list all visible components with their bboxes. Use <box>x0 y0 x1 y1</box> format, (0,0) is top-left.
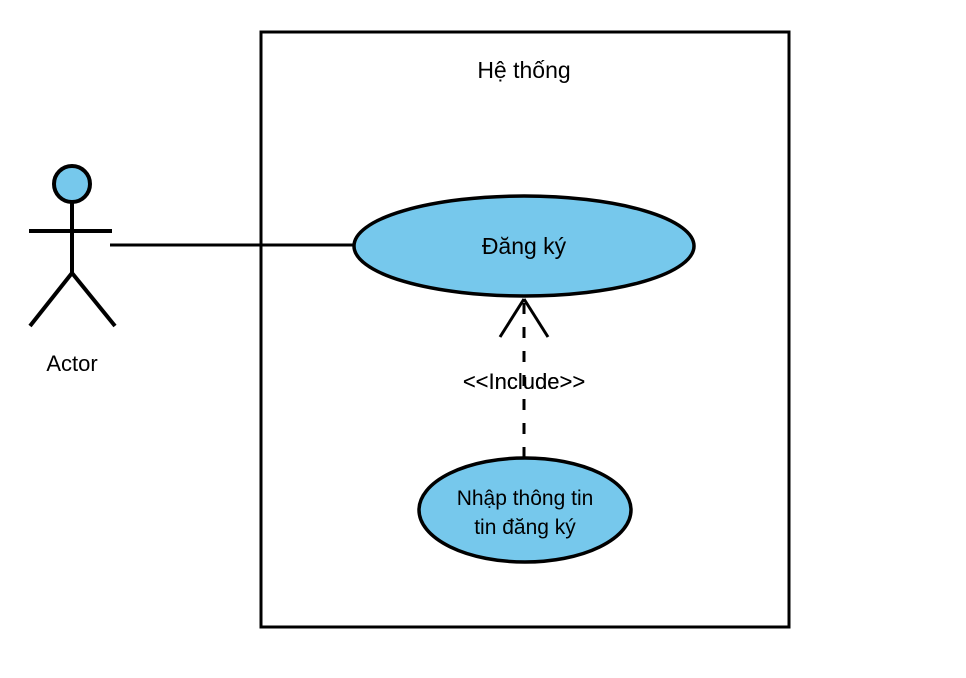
use-case-ellipse <box>417 456 633 564</box>
actor-leg-left <box>28 271 74 328</box>
include-stereotype-label-halo: <<Include>> <box>463 369 585 394</box>
use-case-label-line-1: Nhập thông tin <box>457 487 594 510</box>
use-case-label-line-2: tin đăng ký <box>474 516 576 539</box>
actor-figure[interactable] <box>28 164 117 328</box>
include-stereotype-label: <<Include>> <box>463 369 585 394</box>
use-case-label: Đăng ký <box>482 233 567 259</box>
use-case-ellipse <box>352 194 696 298</box>
system-boundary-label: Hệ thống <box>477 57 570 83</box>
include-arrowhead-icon <box>498 298 550 338</box>
use-case-dang-ky[interactable]: Đăng ký <box>352 194 696 298</box>
actor-leg-right <box>70 271 117 328</box>
use-case-nhap-thong-tin-dang-ky[interactable]: Nhập thông tin tin đăng ký <box>417 456 633 564</box>
actor-label: Actor <box>46 351 97 376</box>
actor-head-icon <box>52 164 92 204</box>
